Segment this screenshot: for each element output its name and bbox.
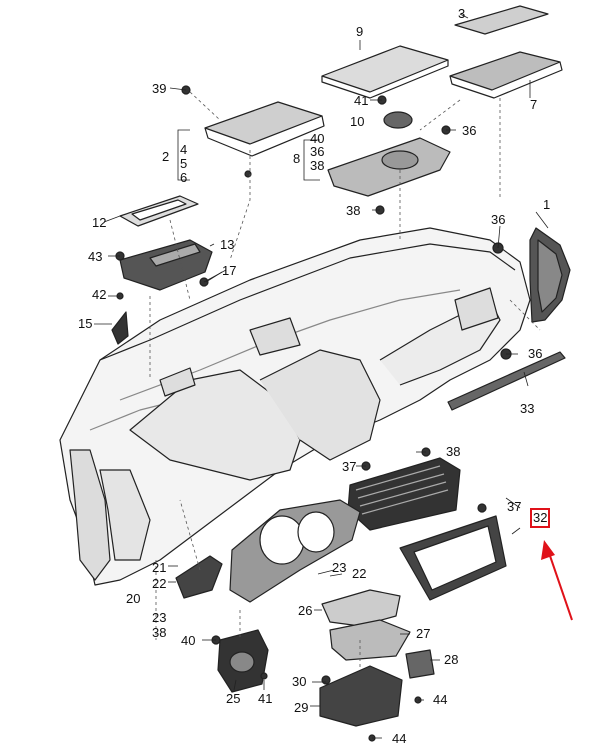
label-9: 9 xyxy=(356,24,364,39)
label-5: 5 xyxy=(180,156,188,171)
part-29-cover xyxy=(319,665,403,727)
label-33: 33 xyxy=(520,401,535,416)
label-28: 28 xyxy=(444,652,459,667)
label-40-lower: 40 xyxy=(181,633,196,648)
label-1: 1 xyxy=(543,197,551,212)
label-4: 4 xyxy=(180,142,188,157)
label-43: 43 xyxy=(88,249,103,264)
part-33-strip xyxy=(447,351,566,411)
part-27-cover xyxy=(329,619,411,661)
part-13-unit xyxy=(119,239,213,291)
label-36-bracket: 36 xyxy=(310,144,325,159)
part-26-cover xyxy=(321,589,401,627)
part-9-lid xyxy=(321,45,449,93)
label-13: 13 xyxy=(220,237,235,252)
part-15-trim xyxy=(111,311,129,345)
label-3: 3 xyxy=(458,6,466,21)
label-22: 22 xyxy=(352,566,367,581)
label-21: 21 xyxy=(152,560,167,575)
part-3-trim xyxy=(454,5,549,35)
label-32: 32 xyxy=(533,510,548,525)
label-39: 39 xyxy=(152,81,167,96)
part-4-cover xyxy=(204,101,323,145)
label-2: 2 xyxy=(162,149,170,164)
label-8: 8 xyxy=(293,151,301,166)
label-26: 26 xyxy=(298,603,313,618)
label-36-top-right: 36 xyxy=(491,212,506,227)
part-10-speaker xyxy=(383,111,413,129)
label-23-left: 23 xyxy=(152,610,167,625)
label-17: 17 xyxy=(222,263,237,278)
label-25: 25 xyxy=(226,691,241,706)
highlight-box-32 xyxy=(530,508,550,528)
label-37-frame: 37 xyxy=(507,499,522,514)
label-37-vent: 37 xyxy=(342,459,357,474)
label-7: 7 xyxy=(530,97,538,112)
label-30: 30 xyxy=(292,674,307,689)
label-38-left: 38 xyxy=(152,625,167,640)
label-40-upper: 40 xyxy=(310,131,325,146)
label-38-right: 38 xyxy=(446,444,461,459)
label-20: 20 xyxy=(126,591,141,606)
label-36-upper: 36 xyxy=(462,123,477,138)
label-38-lower: 38 xyxy=(346,203,361,218)
label-10: 10 xyxy=(350,114,365,129)
label-36-strip: 36 xyxy=(528,346,543,361)
label-38-bracket: 38 xyxy=(310,158,325,173)
label-29: 29 xyxy=(294,700,309,715)
label-41-upper: 41 xyxy=(354,93,369,108)
label-22-left: 22 xyxy=(152,576,167,591)
label-41-lower: 41 xyxy=(258,691,273,706)
label-12: 12 xyxy=(92,215,107,230)
label-44-right: 44 xyxy=(433,692,448,707)
part-28-switch xyxy=(405,649,435,679)
label-6: 6 xyxy=(180,170,188,185)
label-42: 42 xyxy=(92,287,107,302)
label-23: 23 xyxy=(332,560,347,575)
part-7-tray xyxy=(449,51,561,91)
label-15: 15 xyxy=(78,316,93,331)
label-27: 27 xyxy=(416,626,431,641)
part-21-vent xyxy=(175,555,223,599)
label-44-bottom: 44 xyxy=(392,731,407,746)
